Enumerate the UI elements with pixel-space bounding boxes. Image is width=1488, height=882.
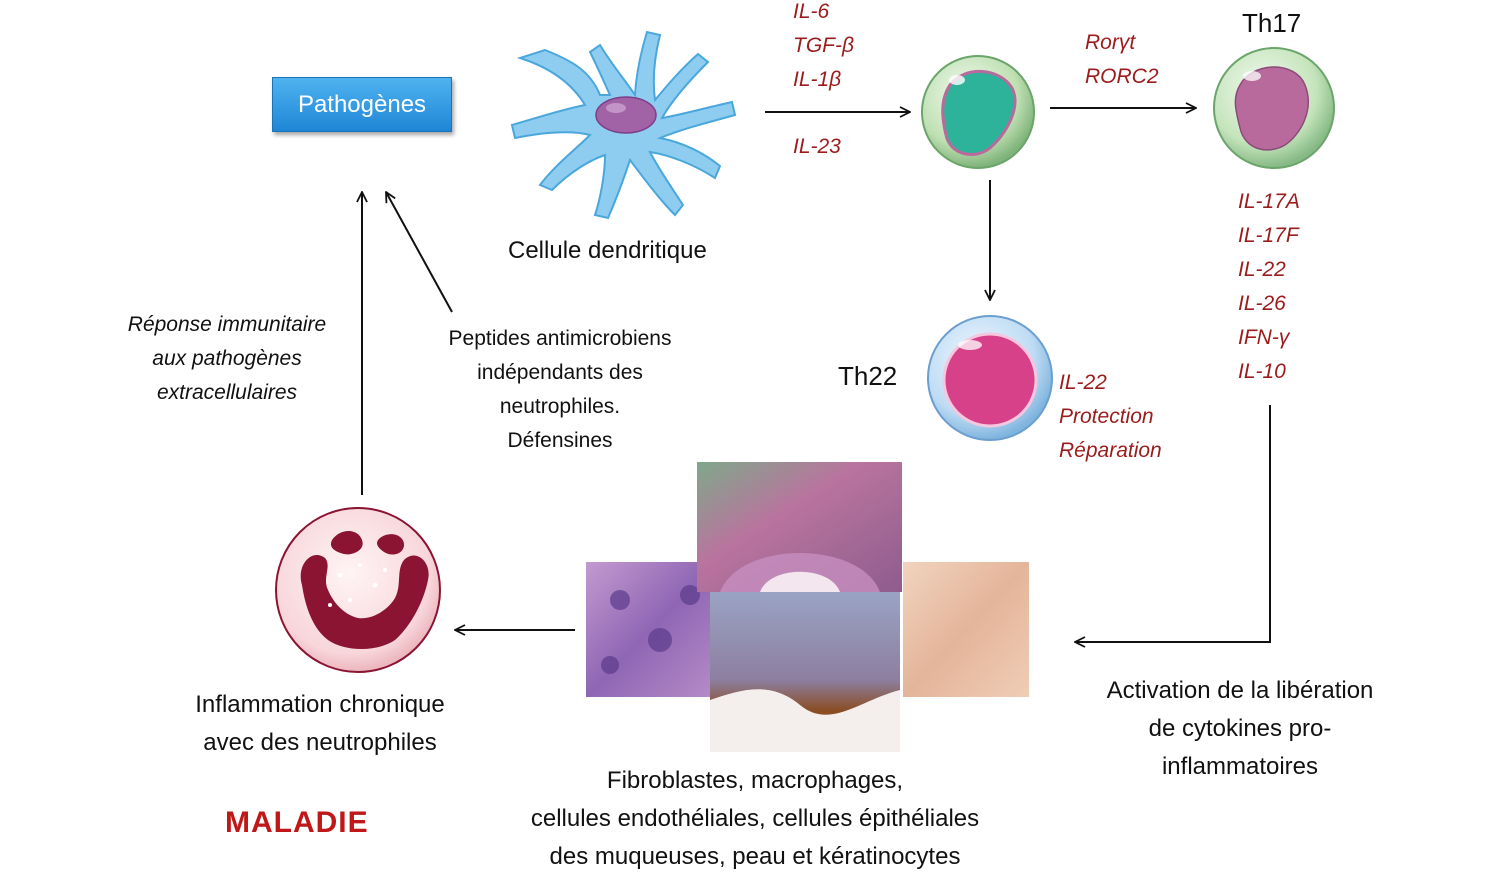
disease-label: MALADIE: [225, 806, 369, 839]
dendritic-cell-icon: [510, 30, 737, 220]
naive-t-cell-icon: [921, 55, 1035, 169]
pathogens-box: Pathogènes: [272, 77, 452, 132]
th22-label: Th22: [838, 361, 898, 391]
tissue-collage: [586, 462, 1029, 752]
th17-cell-icon: [1213, 47, 1335, 169]
inflammation-text: Inflammation chronique avec des neutroph…: [160, 686, 480, 762]
activation-line-3: inflammatoires: [1161, 753, 1319, 780]
target-cells-line-2: cellules endothéliales, cellules épithél…: [530, 805, 980, 832]
th22-protection: Protection: [1059, 405, 1154, 428]
th22-reparation: Réparation: [1059, 439, 1162, 462]
peptides-line-1: Peptides antimicrobiens: [448, 327, 672, 350]
activation-line-1: Activation de la libération: [1106, 677, 1374, 704]
th17-cytokines: IL-17A IL-17F IL-22 IL-26 IFN-γ IL-10: [1238, 185, 1300, 389]
inflammation-line-2: avec des neutrophiles: [203, 729, 437, 756]
immune-response-line-1: Réponse immunitaire: [127, 313, 327, 336]
th22-notes: IL-22 Protection Réparation: [1059, 366, 1162, 468]
tissue-macrophage-image: [586, 562, 716, 697]
cytokine-il23: IL-23: [793, 135, 841, 158]
cytokine-ifng: IFN-γ: [1238, 326, 1290, 349]
th22-cell-icon: [927, 315, 1053, 441]
cytokine-il6: IL-6: [793, 0, 830, 23]
factor-rorgt: Rorγt: [1085, 31, 1136, 54]
immune-response-text: Réponse immunitaire aux pathogènes extra…: [112, 308, 342, 410]
activation-text: Activation de la libération de cytokines…: [1060, 672, 1420, 786]
arrow-th17-to-tissues: [1075, 405, 1271, 642]
cytokine-il26: IL-26: [1238, 292, 1286, 315]
peptides-line-3: neutrophiles.: [499, 395, 621, 418]
cytokine-il17f: IL-17F: [1238, 224, 1299, 247]
target-cells-text: Fibroblastes, macrophages, cellules endo…: [470, 762, 1040, 876]
immune-response-line-2: aux pathogènes: [152, 347, 302, 370]
peptides-line-4: Défensines: [507, 429, 613, 452]
target-cells-line-1: Fibroblastes, macrophages,: [606, 767, 904, 794]
cytokine-tgfb: TGF-β: [793, 34, 854, 57]
cytokine-il22: IL-22: [1238, 258, 1286, 281]
th22-il22: IL-22: [1059, 371, 1107, 394]
immune-response-line-3: extracellulaires: [156, 381, 298, 404]
dendritic-cell-label: Cellule dendritique: [508, 237, 707, 264]
neutrophil-icon: [275, 507, 441, 673]
tissue-skin-image: [903, 562, 1029, 697]
activation-line-2: de cytokines pro-: [1148, 715, 1332, 742]
dendritic-cytokines: IL-6 TGF-β IL-1β: [793, 0, 854, 97]
cytokine-il17a: IL-17A: [1238, 190, 1300, 213]
transcription-factors: Rorγt RORC2: [1085, 26, 1159, 94]
arrow-peptides-to-pathogens: [386, 192, 453, 313]
peptides-text: Peptides antimicrobiens indépendants des…: [420, 322, 700, 458]
inflammation-line-1: Inflammation chronique: [195, 691, 445, 718]
peptides-line-2: indépendants des: [477, 361, 643, 384]
th17-label: Th17: [1242, 8, 1302, 38]
target-cells-line-3: des muqueuses, peau et kératinocytes: [549, 843, 961, 870]
cytokine-il10: IL-10: [1238, 360, 1286, 383]
cytokine-il1b: IL-1β: [793, 68, 842, 91]
factor-rorc2: RORC2: [1085, 65, 1159, 88]
